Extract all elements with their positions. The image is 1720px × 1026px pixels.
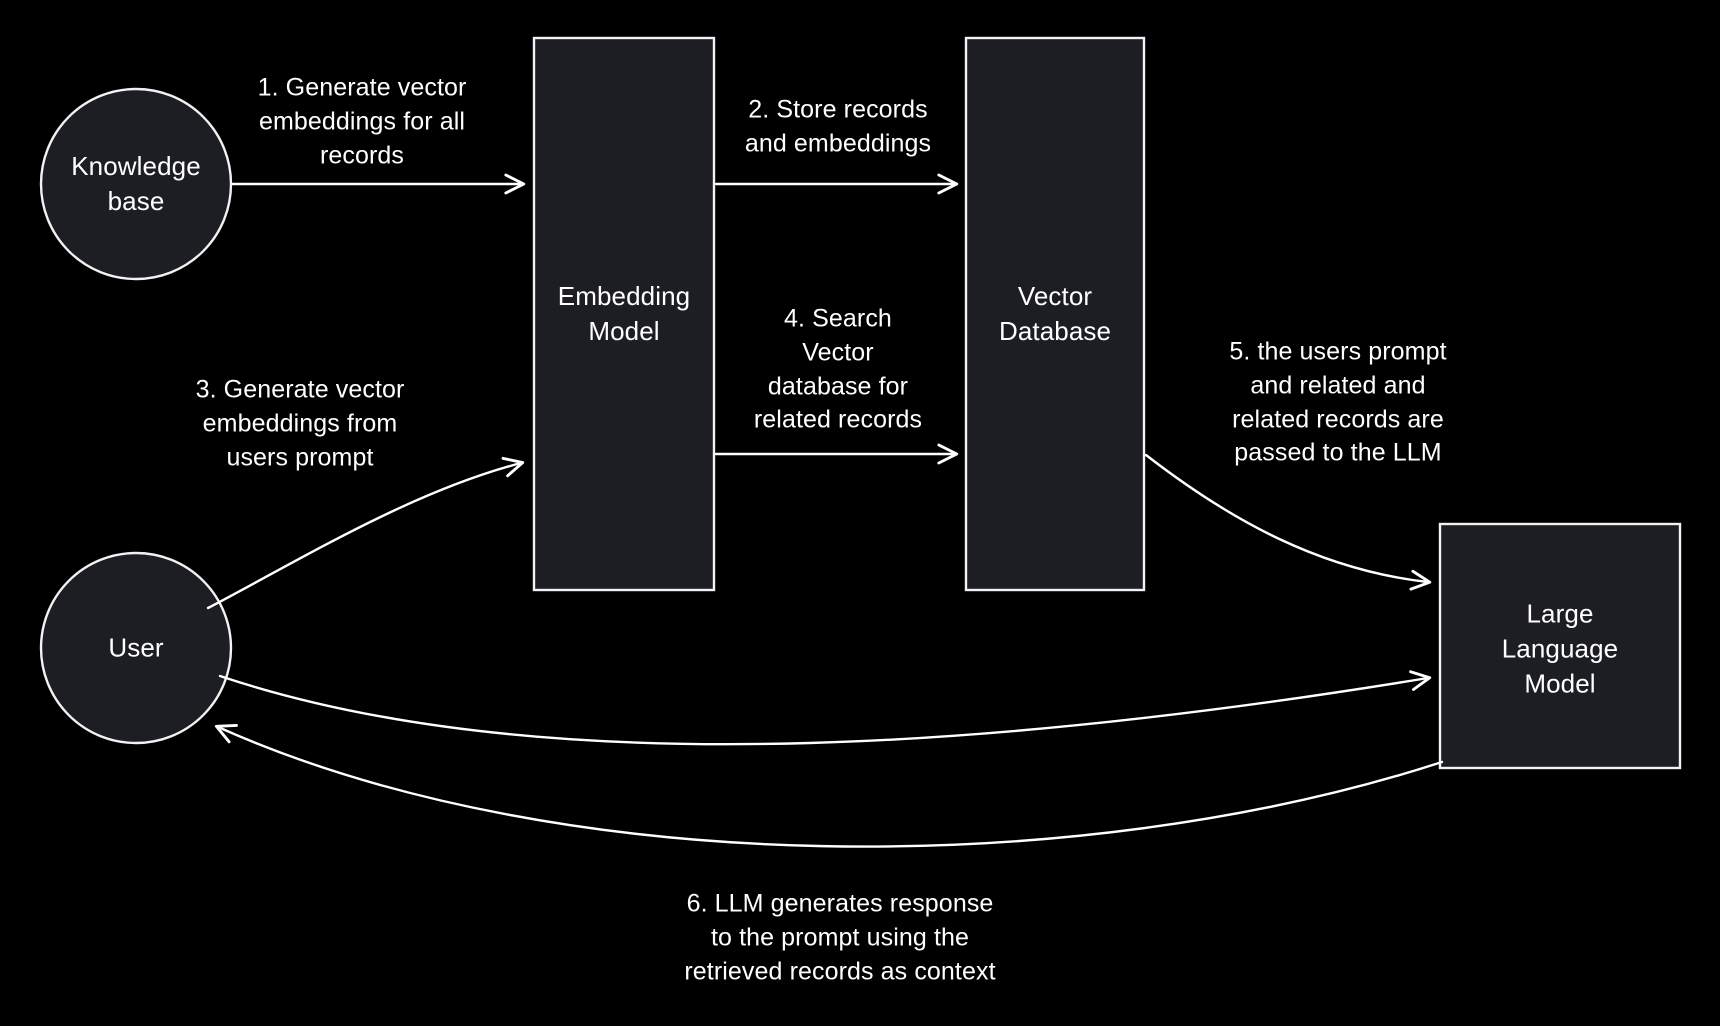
edge-label-5: 5. the users prompt and related and rela… [1229, 337, 1447, 467]
edge-7-arrow [214, 723, 1444, 848]
node-large-language-model[interactable] [1438, 522, 1682, 770]
node-label-embedding-model: Embedding Model [557, 280, 691, 346]
node-label-large-language-model: Large Language Model [1501, 598, 1619, 699]
node-label-knowledge-base: Knowledge base [71, 150, 201, 216]
node-label-vector-database: Vector Database [998, 280, 1112, 346]
edge-6-arrow [218, 670, 1432, 746]
edge-label-2: 2. Store records and embeddings [744, 95, 932, 157]
edge-label-3: 3. Generate vector embeddings from users… [195, 375, 405, 471]
node-label-user: User [108, 632, 164, 663]
edge-label-1: 1. Generate vector embeddings for all re… [257, 73, 467, 169]
edge-label-6: 6. LLM generates response to the prompt … [684, 889, 996, 985]
edge-3-arrow [206, 456, 525, 610]
node-user[interactable] [39, 551, 233, 745]
node-vector-database[interactable] [964, 36, 1146, 592]
node-embedding-model[interactable] [532, 36, 716, 592]
edge-label-4: 4. Search Vector database for related re… [753, 304, 923, 434]
edge-5-arrow [1144, 453, 1432, 591]
